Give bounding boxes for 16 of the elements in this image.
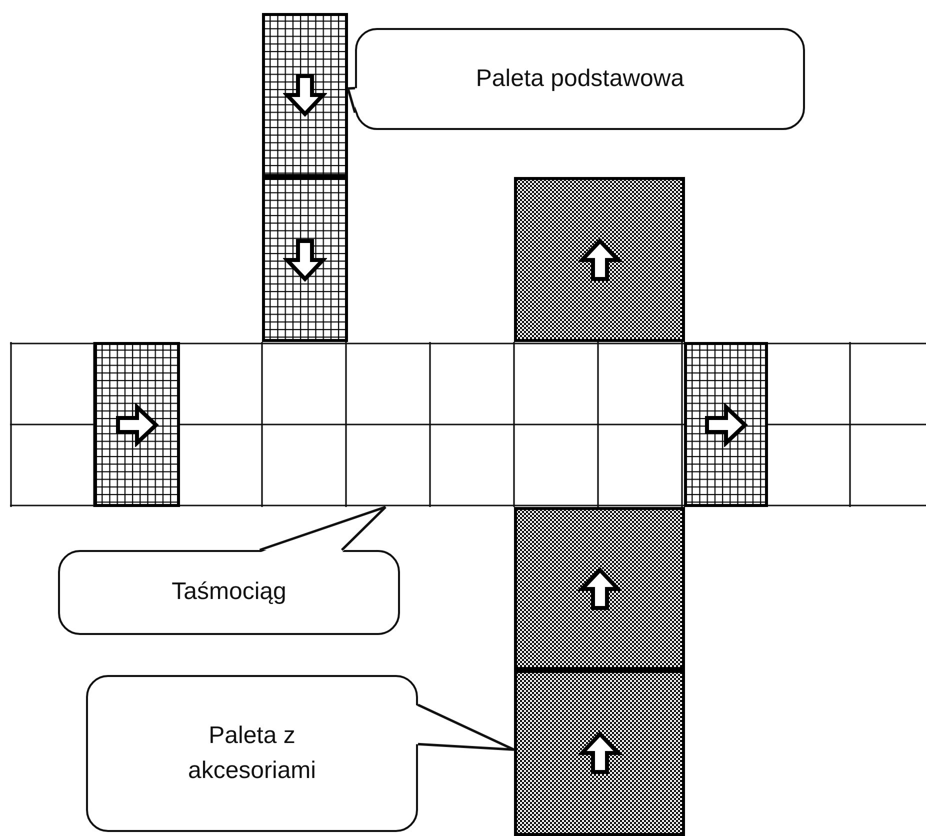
callout-pointer bbox=[346, 86, 356, 114]
speech-bubble bbox=[86, 675, 418, 832]
pallet bbox=[514, 670, 685, 836]
speech-bubble bbox=[355, 28, 805, 130]
pallet bbox=[514, 177, 685, 342]
conveyor-belt bbox=[10, 342, 926, 507]
pallet bbox=[262, 177, 348, 342]
pallet bbox=[514, 507, 685, 670]
callout-pointer bbox=[416, 704, 516, 751]
pallet bbox=[684, 342, 768, 507]
pallet bbox=[94, 342, 180, 507]
callout-text: Paleta z akcesoriami bbox=[186, 720, 318, 786]
callout-text: Paleta podstawowa bbox=[476, 64, 684, 94]
pallet bbox=[262, 13, 348, 177]
callout-text: Taśmociąg bbox=[172, 577, 286, 608]
callout-pointer bbox=[258, 506, 387, 552]
